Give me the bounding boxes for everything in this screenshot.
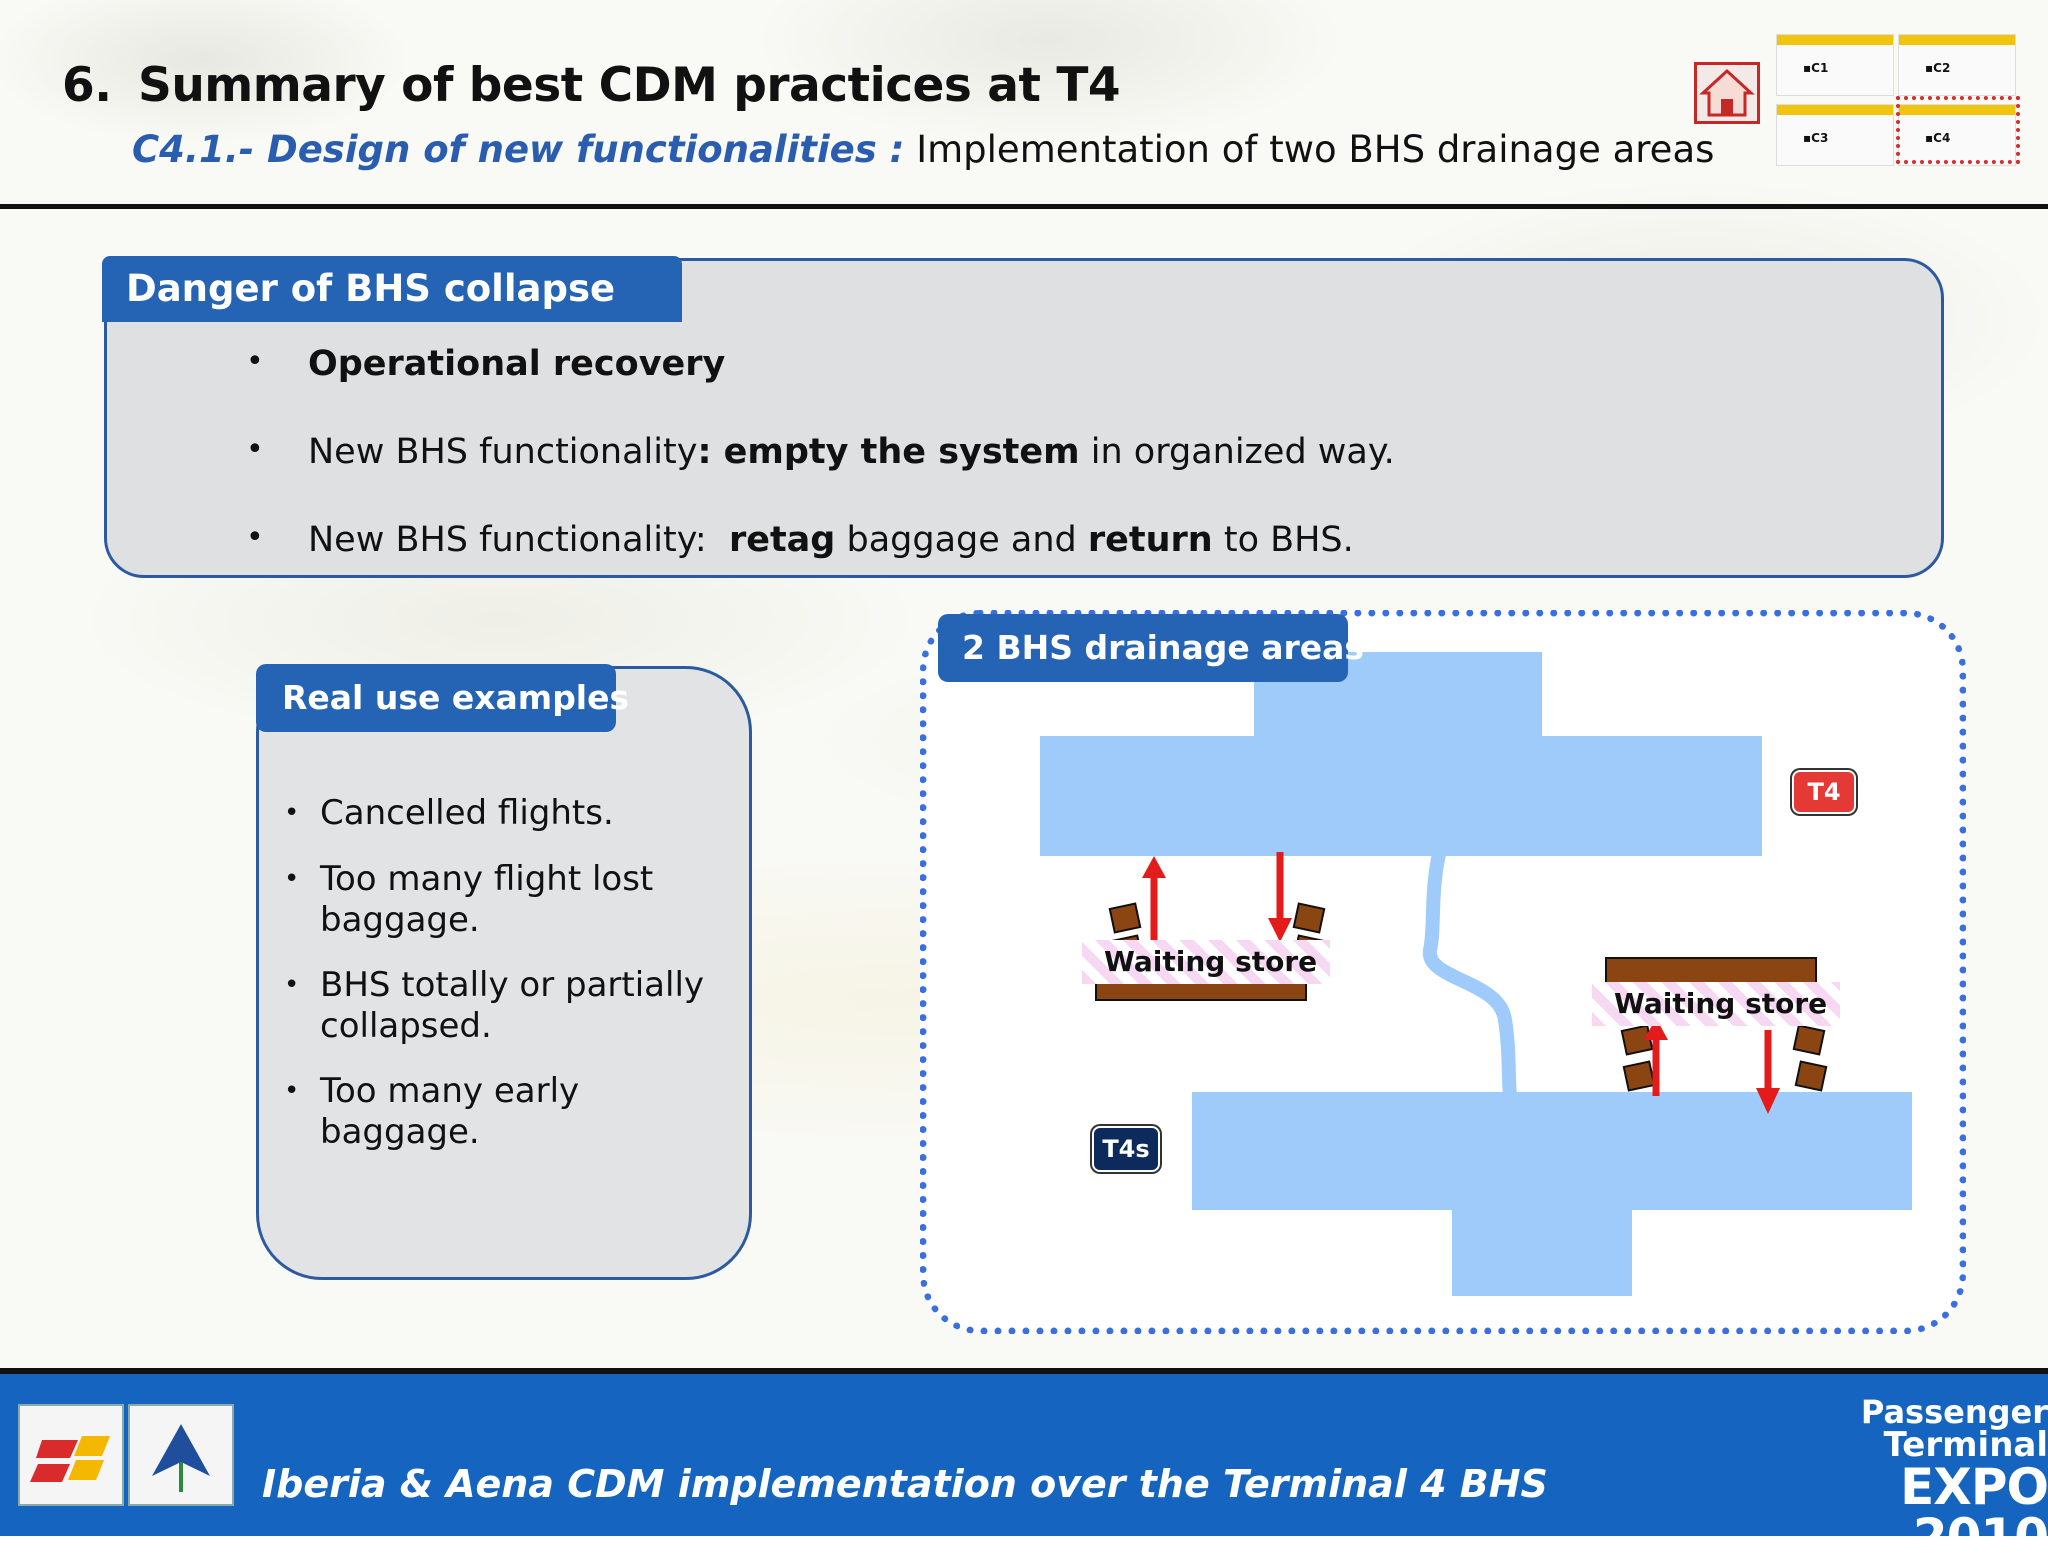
drainage-panel-title: 2 BHS drainage areas (938, 614, 1364, 682)
connection-conveyor (1422, 850, 1517, 1095)
bullet-text-bold: return (1087, 520, 1213, 560)
waiting-store-label: Waiting store (1082, 940, 1330, 984)
title-number: 6. (62, 58, 112, 113)
nav-item-c1[interactable]: ▪C1 (1776, 34, 1894, 96)
arrow-down-left (1268, 852, 1292, 942)
bullet-text-part: baggage and (835, 520, 1088, 560)
expo-logo: Passenger Terminal EXPO 2010 (1800, 1396, 2048, 1562)
section-navigator: ▪C1 ▪C2 ▪C3 ▪C4 (1776, 34, 2020, 166)
example-text: Cancelled flights. (320, 793, 614, 833)
bullet-text: New BHS functionality: retag baggage and… (308, 520, 1354, 560)
arrow-down-right (1756, 1030, 1780, 1114)
examples-panel-title: Real use examples (256, 664, 629, 732)
footer-caption: Iberia & Aena CDM implementation over th… (262, 1462, 1548, 1506)
bullet-text-part: in organized way. (1079, 432, 1395, 472)
home-icon (1699, 68, 1755, 117)
aena-logo-icon (152, 1424, 210, 1492)
example-text: Too many early baggage. (320, 1071, 580, 1152)
bullet-text: New BHS functionality: empty the system … (308, 432, 1395, 472)
bullet-dot: • (284, 1076, 300, 1106)
nav-item-label: ▪C1 (1803, 61, 1829, 75)
example-text: Too many flight lost baggage. (320, 859, 654, 940)
nav-item-label: ▪C2 (1925, 61, 1951, 75)
bullet-text-part: New BHS functionality: (308, 520, 729, 560)
expo-line-1: Passenger (1860, 1393, 2048, 1431)
bullet-text-part: to BHS. (1212, 520, 1354, 560)
footer-bar (0, 1368, 2048, 1536)
t4-building (1040, 736, 1762, 856)
nav-selection-indicator (1896, 96, 2020, 164)
page-subtitle: C4.1.- Design of new functionalities : I… (132, 128, 1714, 171)
bullet-text-bold: retag (728, 520, 836, 560)
t4s-building-bottom (1452, 1208, 1632, 1296)
iberia-logo (18, 1404, 124, 1506)
t4s-building (1192, 1092, 1912, 1210)
bullet-dot: • (284, 970, 300, 1000)
header-divider (0, 204, 2048, 209)
subtitle-section: C4.1.- Design of new functionalities : (132, 128, 905, 171)
home-button[interactable] (1694, 62, 1760, 124)
nav-item-c4[interactable]: ▪C4 (1898, 104, 2016, 166)
examples-panel (256, 666, 752, 1280)
subtitle-text: Implementation of two BHS drainage areas (904, 128, 1715, 171)
nav-item-bar (1777, 105, 1893, 115)
nav-item-label: ▪C4 (1925, 131, 1951, 145)
danger-panel-title: Danger of BHS collapse (102, 256, 682, 322)
example-text: BHS totally or partially collapsed. (320, 965, 705, 1046)
bullet-dot: • (246, 520, 264, 555)
bullet-dot: • (246, 344, 264, 379)
arrow-up-right (1644, 1018, 1668, 1096)
bullet-text-part: New BHS functionality (308, 432, 698, 472)
aena-logo (128, 1404, 234, 1506)
bullet-text: Operational recovery (308, 344, 726, 384)
bullet-dot: • (284, 798, 300, 828)
iberia-logo-icon (30, 1436, 110, 1482)
t4-badge: T4 (1792, 770, 1856, 814)
nav-item-bar (1777, 35, 1893, 45)
nav-item-bar (1899, 35, 2015, 45)
nav-item-c2[interactable]: ▪C2 (1898, 34, 2016, 96)
nav-item-c3[interactable]: ▪C3 (1776, 104, 1894, 166)
nav-item-bar (1899, 105, 2015, 115)
page-title: 6. Summary of best CDM practices at T4 (62, 58, 1121, 113)
bullet-dot: • (284, 864, 300, 894)
danger-panel (104, 258, 1944, 578)
bullet-text-bold: : empty the system (697, 432, 1080, 472)
expo-line-3: EXPO 2010 (1900, 1458, 2048, 1566)
t4s-badge: T4s (1092, 1126, 1160, 1172)
nav-item-label: ▪C3 (1803, 131, 1829, 145)
bullet-dot: • (246, 432, 264, 467)
waiting-store-label: Waiting store (1592, 982, 1840, 1026)
title-text: Summary of best CDM practices at T4 (138, 58, 1121, 113)
expo-line-2: Terminal (1883, 1425, 2048, 1465)
